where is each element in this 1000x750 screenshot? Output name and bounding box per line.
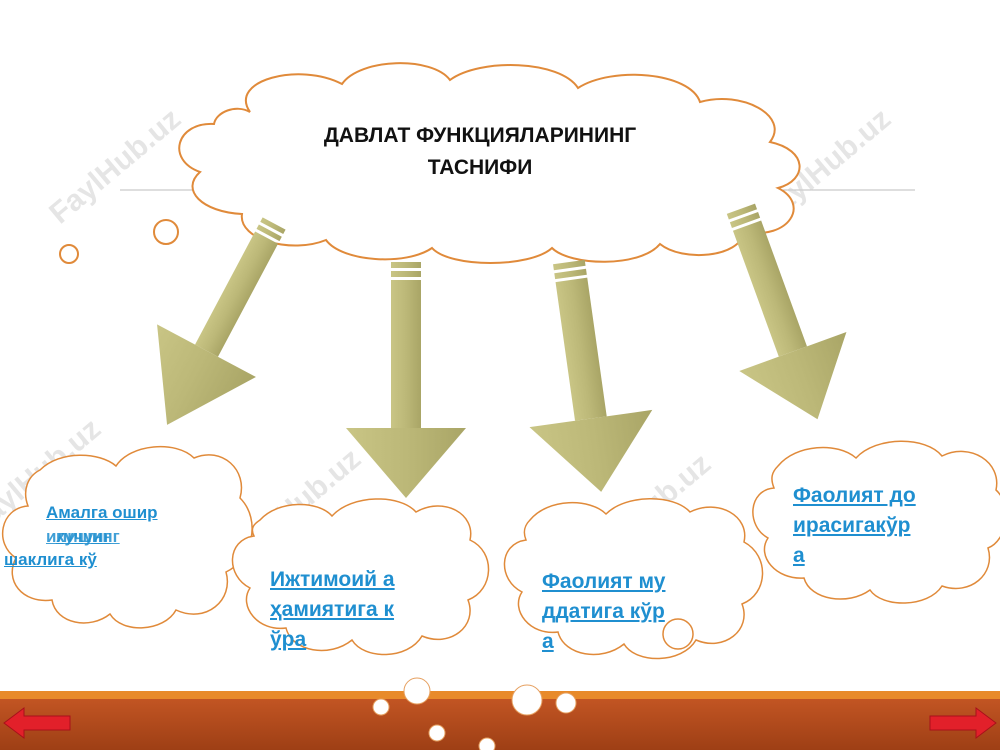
node-3-label[interactable]: Фаолият му ддатига кўр а (542, 567, 697, 657)
node-2-line-1[interactable]: Ижтимоий а (270, 568, 395, 591)
node-1-line-3[interactable]: шаклига кў (4, 550, 97, 569)
next-button[interactable] (928, 706, 998, 740)
node-3-line-2[interactable]: ддатига кўр (542, 600, 665, 623)
node-2-line-3[interactable]: ўра (270, 628, 307, 651)
node-4-label[interactable]: Фаолият до ирасигакўр а (793, 481, 948, 571)
node-1-line-2[interactable]: илишинг (46, 527, 120, 546)
arrow-right-icon (929, 707, 997, 739)
arrow-left-icon (3, 707, 71, 739)
cloud-3 (503, 498, 764, 660)
floor-bubbles (372, 677, 577, 750)
node-2-label[interactable]: Ижтимоий а ҳамиятига к ўра (270, 565, 435, 655)
node-clouds (1, 440, 1000, 660)
arrow-1 (157, 217, 286, 425)
cloud-2 (231, 498, 490, 656)
node-3-line-1[interactable]: Фаолият му (542, 570, 666, 593)
title-line-1: ДАВЛАТ ФУНКЦИЯЛАРИНИНГ (323, 124, 637, 147)
cloud-4 (752, 440, 1000, 604)
node-4-line-1[interactable]: Фаолият до (793, 484, 916, 507)
arrow-4 (726, 203, 847, 420)
page-title: ДАВЛАТ ФУНКЦИЯЛАРИНИНГ ТАСНИФИ (260, 120, 700, 184)
node-3-line-3[interactable]: а (542, 630, 554, 653)
cloud-3-bubble (662, 618, 694, 650)
node-1-line-2-overlap[interactable]: кучунг (56, 527, 111, 546)
node-4-line-2[interactable]: ирасигакўр (793, 514, 911, 537)
node-1-line-1[interactable]: Амалга ошир (46, 503, 158, 522)
floor-band (0, 691, 1000, 699)
floor (0, 699, 1000, 750)
arrows (157, 203, 847, 498)
title-line-2: ТАСНИФИ (427, 156, 533, 179)
node-2-line-2[interactable]: ҳамиятига к (270, 598, 395, 621)
arrow-2 (346, 262, 466, 498)
prev-button[interactable] (2, 706, 72, 740)
arrow-3 (529, 259, 653, 492)
node-4-line-3[interactable]: а (793, 544, 805, 567)
watermark-text: FaylHub.uz (43, 102, 187, 230)
cloud-1 (1, 445, 253, 629)
